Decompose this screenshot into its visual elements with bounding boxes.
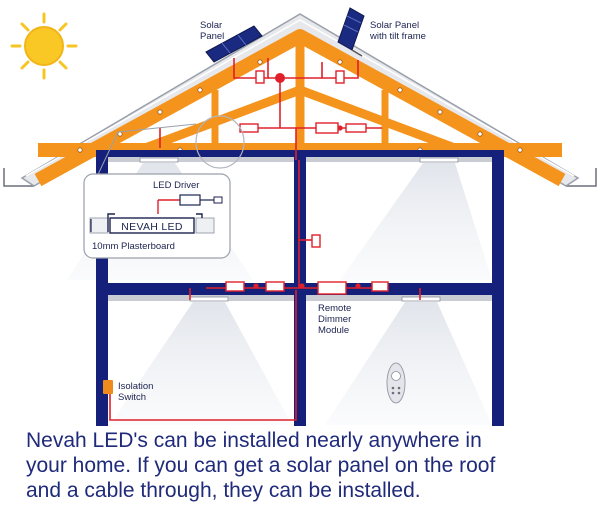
solar-panel-tilt-icon [337, 7, 365, 57]
wire-junctions [253, 73, 361, 289]
led-driver-label: LED Driver [153, 180, 199, 191]
caption: Nevah LED's can be installed nearly anyw… [26, 428, 586, 503]
isolation-switch-icon [103, 380, 113, 394]
gutter-right [566, 168, 597, 187]
remote-control-icon [386, 362, 406, 404]
sun-icon [10, 12, 78, 80]
nevah-led-label: NEVAH LED [121, 221, 183, 233]
solar-panel-icon [205, 25, 263, 63]
caption-line: Nevah LED's can be installed nearly anyw… [26, 429, 482, 452]
led-driver-boxes [225, 70, 389, 295]
gutter-left [3, 168, 34, 187]
plasterboard-label: 10mm Plasterboard [92, 241, 175, 252]
caption-line: your home. If you can get a solar panel … [26, 454, 496, 477]
light-beams [67, 163, 492, 425]
led-detail-callout [83, 115, 245, 259]
caption-line: and a cable through, they can be install… [26, 479, 421, 502]
